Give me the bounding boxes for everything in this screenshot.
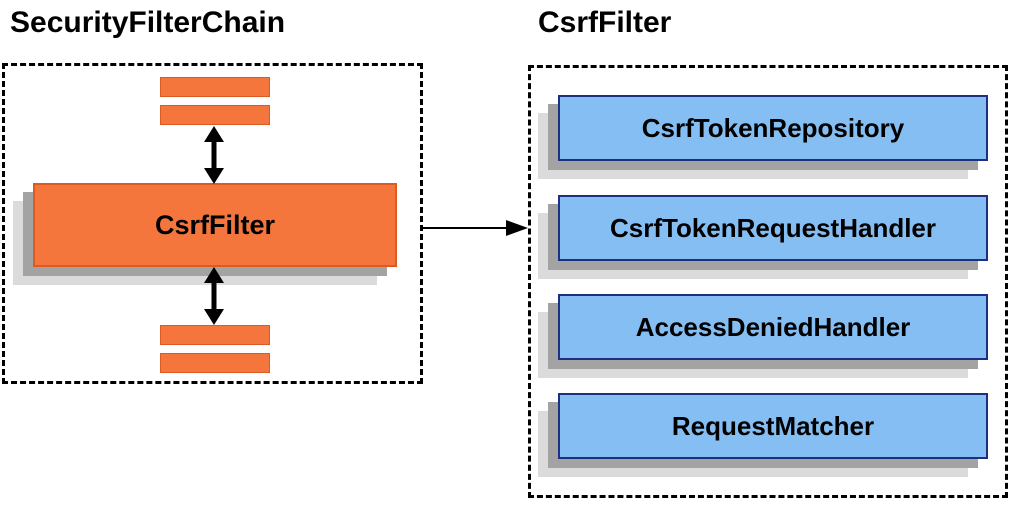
csrf-filter-title: CsrfFilter: [538, 6, 672, 39]
csrf-filter-node: CsrfFilter: [33, 183, 397, 267]
component-csrf-token-repository: CsrfTokenRepository: [558, 95, 988, 161]
filter-placeholder-bar-bottom-1: [160, 325, 270, 345]
bidirectional-arrow-bottom-icon: [204, 267, 224, 325]
filter-placeholder-bar-bottom-2: [160, 353, 270, 373]
component-access-denied-handler: AccessDeniedHandler: [558, 294, 988, 360]
flow-arrow-icon: [422, 220, 528, 236]
filter-placeholder-bar-top-2: [160, 105, 270, 125]
component-csrf-token-request-handler: CsrfTokenRequestHandler: [558, 195, 988, 261]
component-request-matcher: RequestMatcher: [558, 393, 988, 459]
security-filter-chain-box: [2, 63, 423, 384]
bidirectional-arrow-top-icon: [204, 126, 224, 184]
csrf-filter-components-box: [528, 65, 1008, 498]
filter-placeholder-bar-top-1: [160, 77, 270, 97]
security-filter-chain-title: SecurityFilterChain: [10, 6, 286, 39]
